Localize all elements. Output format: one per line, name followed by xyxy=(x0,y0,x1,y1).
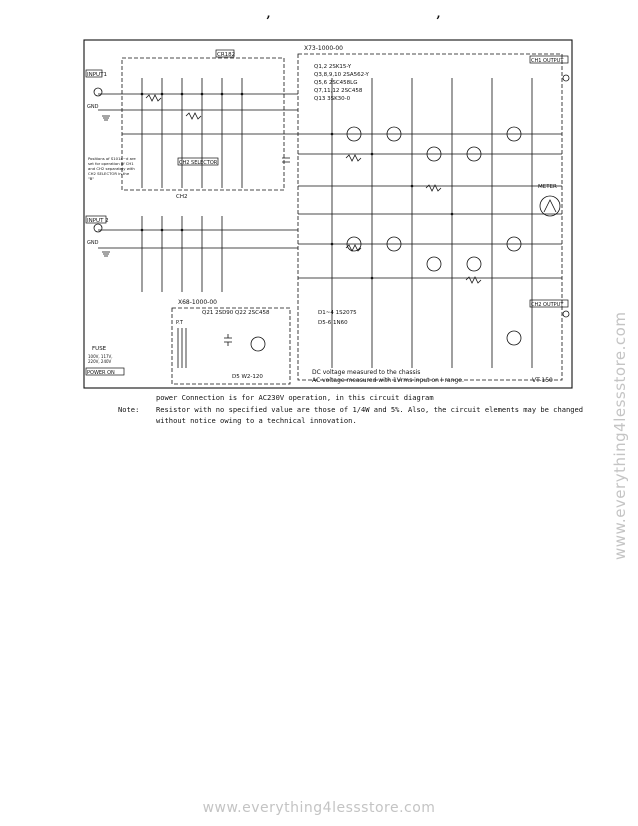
selector-note-line: CH2 SELECTOR in the xyxy=(88,171,130,176)
selector-note-line: Positions of S101a~d are xyxy=(88,156,136,161)
selector-note-line: and CH2 separately with xyxy=(88,166,135,171)
ac-input-line: 100V, 117V, xyxy=(88,354,113,359)
label-input1: INPUT1 xyxy=(87,72,107,78)
label-x73-board: X73-1000-00 xyxy=(304,45,343,52)
label-ch2-output: CH2 OUTPUT xyxy=(531,302,564,308)
transistor-list-item: Q1,2 2SK15-Y xyxy=(314,64,352,70)
circuit-schematic: INPUT1 GND INPUT 2 GND CR182 X73-1000-00… xyxy=(83,39,573,389)
transistor-list-item: Q3,8,9,10 2SA562-Y xyxy=(314,72,370,78)
label-meter: METER xyxy=(538,184,557,190)
header-mark-left: ’ xyxy=(266,14,271,29)
label-d5: D5 W2-120 xyxy=(232,374,263,380)
transistor-list-item: Q5,6 2SC458LG xyxy=(314,80,357,86)
transistor-list-item: Q7,11,12 2SC458 xyxy=(314,88,363,94)
label-x68-board: X68-1000-00 xyxy=(178,299,217,306)
label-gnd-top: GND xyxy=(87,104,99,110)
label-dc-note: DC voltage measured to the chassis xyxy=(312,369,420,376)
note-text: Resistor with no specified value are tho… xyxy=(156,405,584,425)
power-connection-note: power Connection is for AC230V operation… xyxy=(156,393,434,402)
label-input2: INPUT 2 xyxy=(87,218,109,224)
label-ch2-selector: CH2 SELECTOR xyxy=(179,160,218,166)
label-fuse: FUSE xyxy=(92,346,107,352)
side-watermark: www.everything4lessstore.com xyxy=(611,311,629,560)
selector-note-line: set for operation of CH1 xyxy=(88,161,134,166)
label-ch1-output: CH1 OUTPUT xyxy=(531,58,564,64)
ac-input-line: 220V, 240V xyxy=(88,359,112,364)
selector-note-line: "B" xyxy=(88,176,94,181)
label-ch2: CH2 xyxy=(176,194,187,200)
transistor-list-item: Q13 3SK30-0 xyxy=(314,96,351,102)
label-power-on: POWER ON xyxy=(87,370,115,376)
header-mark-right: ’ xyxy=(436,14,441,29)
note-label: Note: xyxy=(118,405,140,414)
label-ac-note: AC voltage measured with 1Vrms input on … xyxy=(312,377,464,384)
label-model: VT-150 xyxy=(532,377,553,384)
label-diodes-1: D1~4 1S2075 xyxy=(318,310,357,316)
label-diodes-2: D5-6 1N60 xyxy=(318,320,348,326)
label-power-transistors: Q21 2SD90 Q22 2SC458 xyxy=(202,310,270,316)
label-pt: P.T xyxy=(176,320,184,326)
label-cr182: CR182 xyxy=(217,52,235,58)
bottom-watermark: www.everything4lessstore.com xyxy=(202,800,436,816)
label-gnd-bottom: GND xyxy=(87,240,99,246)
